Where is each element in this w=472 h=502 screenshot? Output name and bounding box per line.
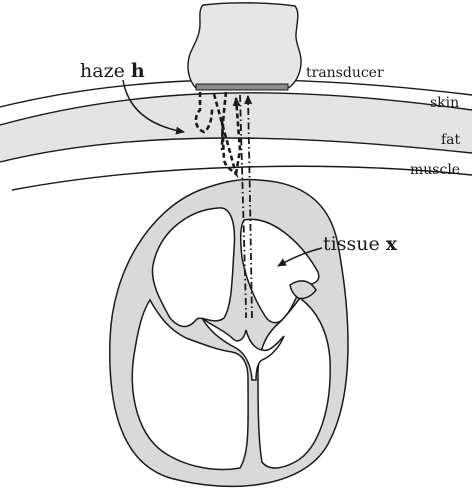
tissue-organ — [110, 179, 348, 486]
transducer — [188, 3, 301, 90]
fat-layer — [0, 93, 472, 162]
skin-label: skin — [430, 95, 459, 111]
tissue-label: tissue x — [323, 233, 398, 255]
haze-label: haze h — [80, 60, 145, 82]
transducer-label: transducer — [306, 65, 384, 81]
fat-label: fat — [441, 132, 461, 148]
muscle-label: muscle — [410, 162, 460, 178]
